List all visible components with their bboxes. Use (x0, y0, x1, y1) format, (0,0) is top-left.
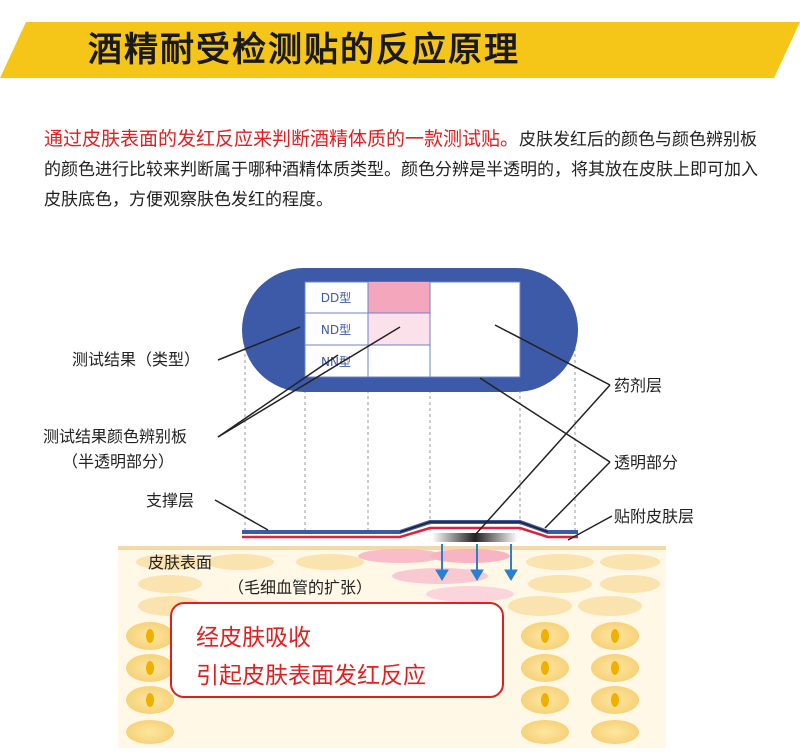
patch-top-view: DD型 ND型 NN型 (242, 268, 578, 392)
intro-highlight: 通过皮肤表面的发红反应来判断酒精体质的一款测试贴。 (44, 128, 520, 150)
row-label-dd: DD型 (321, 291, 351, 305)
skin-cells (126, 554, 660, 744)
leader-lines (214, 324, 613, 541)
skin-surface-line (118, 546, 666, 550)
absorption-arrows (435, 544, 518, 581)
label-skin-surface: 皮肤表面 (148, 553, 213, 572)
absorption-callout: 经皮肤吸收 引起皮肤表面发红反应 (170, 602, 504, 698)
banner-background (0, 22, 800, 78)
patch-cross-section (242, 520, 578, 542)
label-transparent-part: 透明部分 (614, 453, 679, 472)
label-color-board-note: （半透明部分） (62, 452, 175, 471)
label-support-layer: 支撑层 (146, 491, 195, 510)
label-drug-layer: 药剂层 (614, 376, 663, 395)
intro-text: 通过皮肤表面的发红反应来判断酒精体质的一款测试贴。皮肤发红后的颜色与颜色辨别板的… (44, 124, 764, 215)
row-label-nd: ND型 (321, 323, 351, 337)
drug-layer (432, 533, 518, 542)
label-color-board: 测试结果颜色辨别板 (43, 427, 188, 446)
intro-body: 皮肤发红后的颜色与颜色辨别板的颜色进行比较来判断属于哪种酒精体质类型。颜色分辨是… (44, 130, 758, 210)
page-title: 酒精耐受检测贴的反应原理 (88, 30, 520, 70)
label-result-type: 测试结果（类型） (72, 350, 201, 369)
title-banner: 酒精耐受检测贴的反应原理 (0, 22, 800, 78)
callout-line-1: 经皮肤吸收 (196, 625, 311, 651)
dd-color-swatch (368, 282, 430, 313)
label-capillary: （毛细血管的扩张） (228, 578, 373, 597)
label-skin-adhesive-layer: 贴附皮肤层 (614, 507, 695, 526)
patch-diagram: DD型 ND型 NN型 (118, 268, 666, 748)
callout-line-2: 引起皮肤表面发红反应 (196, 663, 426, 689)
row-label-nn: NN型 (321, 355, 351, 369)
